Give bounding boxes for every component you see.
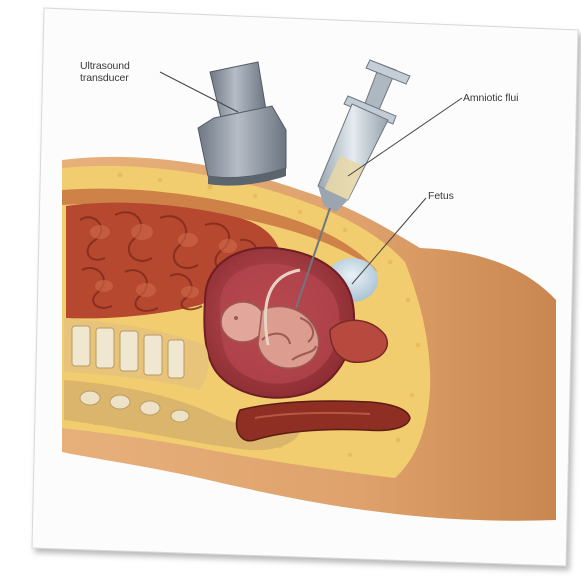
amniotic-fluid-label: Amniotic flui [463, 92, 518, 104]
ultrasound-label-line1: Ultrasound [80, 60, 130, 72]
ultrasound-label-line2: transducer [80, 72, 130, 84]
fetus-label: Fetus [428, 190, 454, 202]
ultrasound-transducer-label: Ultrasound transducer [80, 60, 130, 84]
